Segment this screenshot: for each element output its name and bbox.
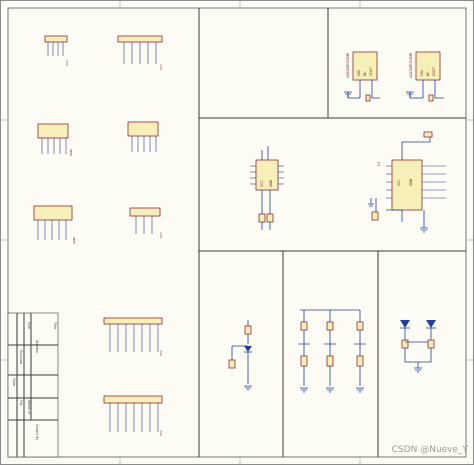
title-block: Title Size Number Revision Date File She…	[7, 312, 59, 458]
sensor-ic-module: VCC GND	[250, 146, 284, 230]
pinheader-j2: VCC	[117, 35, 163, 70]
section-dividers	[198, 8, 466, 457]
svg-text:NC: NC	[363, 71, 367, 76]
svg-text:GND: GND	[269, 179, 273, 187]
svg-text:VIN: VIN	[357, 70, 361, 76]
svg-text:VIN: VIN	[420, 70, 424, 76]
button-circuits	[298, 309, 366, 393]
svg-text:VCC: VCC	[260, 180, 264, 187]
svg-text:VCC: VCC	[159, 232, 163, 238]
svg-text:XC6206P332MR: XC6206P332MR	[346, 52, 350, 78]
svg-text:VOUT: VOUT	[369, 67, 373, 76]
regulator-u1: VIN VOUT NC XC6206P332MR	[344, 51, 380, 102]
svg-text:VCC: VCC	[397, 179, 401, 186]
svg-text:GND: GND	[69, 148, 73, 156]
pinheader-j8: VCC	[103, 395, 163, 436]
svg-text:VCC: VCC	[159, 430, 163, 436]
svg-text:NC: NC	[426, 71, 430, 76]
led-circuit	[228, 320, 252, 391]
csdn-watermark: CSDN @Nueve_Y	[391, 445, 468, 455]
svg-text:VOUT: VOUT	[432, 67, 436, 76]
title-cell-revision: Revision	[19, 350, 23, 364]
title-cell-drawn-by: Drawn By	[35, 424, 39, 440]
title-cell-title: Title	[53, 321, 57, 329]
title-cell-date: Date	[12, 378, 16, 386]
pinheader-j3: GND	[37, 123, 73, 156]
svg-text:GND: GND	[72, 236, 76, 244]
svg-text:VCC: VCC	[65, 60, 69, 66]
pinheader-j4	[127, 121, 159, 152]
svg-text:VCC: VCC	[159, 64, 163, 70]
pinheader-j5: GND	[33, 205, 76, 244]
pinheader-j6: VCC	[129, 207, 163, 238]
title-cell-sheet: Sheet of	[27, 400, 31, 415]
svg-text:GND: GND	[409, 178, 413, 186]
svg-text:U3: U3	[377, 162, 381, 166]
svg-text:XC6206P332MR: XC6206P332MR	[409, 52, 413, 78]
mcu-u3: U3 VCC GND	[368, 131, 446, 233]
dual-led-circuit	[400, 320, 436, 373]
sheet-border	[7, 7, 467, 458]
title-cell-file: File	[19, 400, 23, 406]
pinheader-j7: VCC	[103, 317, 163, 356]
regulator-u2: VIN VOUT NC XC6206P332MR	[406, 51, 444, 102]
svg-text:VCC: VCC	[159, 350, 163, 356]
pinheader-j1: VCC	[44, 35, 69, 66]
title-cell-number: Number	[35, 340, 39, 354]
title-cell-size: Size	[27, 322, 31, 329]
